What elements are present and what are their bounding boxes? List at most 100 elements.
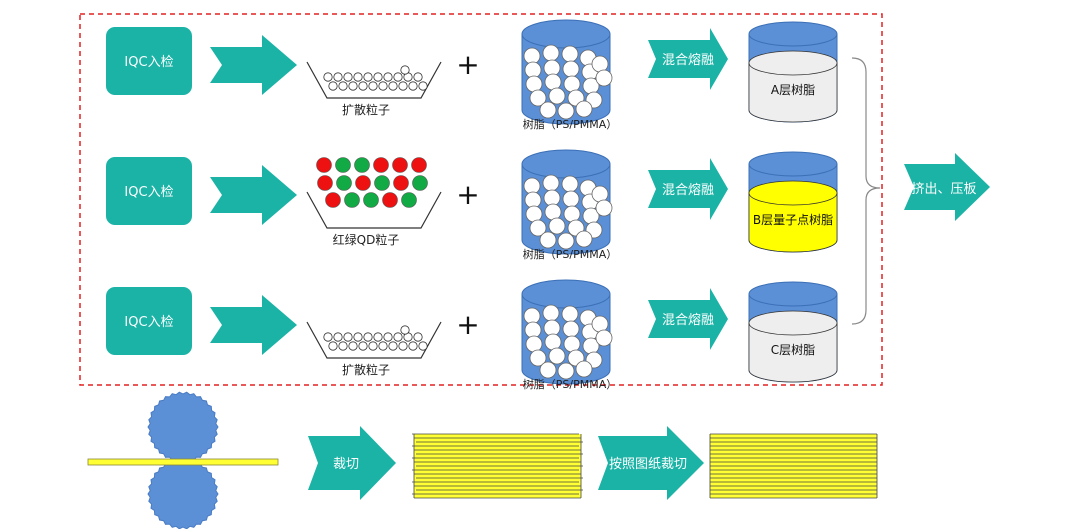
diffusion-particle — [393, 72, 403, 82]
diffusion-particle — [400, 325, 410, 335]
iqc-box — [106, 287, 192, 355]
resin-bead — [548, 87, 566, 105]
cut-label: 裁切 — [333, 456, 359, 472]
resin-bead — [562, 320, 580, 338]
resin-bead — [563, 205, 581, 223]
resin-bead — [525, 75, 543, 93]
cut-by-drawing-label: 按照图纸裁切 — [609, 456, 687, 472]
top-roller — [147, 391, 219, 463]
diffusion-particle — [383, 332, 393, 342]
resin-bead — [523, 47, 541, 65]
rows-layer: IQC入检扩散粒子+树脂（PS/PMMA）混合熔融A层树脂IQC入检红绿QD粒子… — [106, 19, 838, 391]
diffusion-particle — [333, 332, 343, 342]
particle-label: 红绿QD粒子 — [333, 232, 400, 247]
qd-particle — [373, 157, 389, 173]
diffusion-particle — [383, 72, 393, 82]
resin-cylinder-top — [521, 279, 611, 309]
layer-fill — [748, 322, 838, 383]
diffusion-particle — [388, 341, 398, 351]
qd-particle — [392, 157, 408, 173]
diffusion-particle — [333, 72, 343, 82]
particle-tray — [306, 321, 442, 359]
resin-bead — [557, 362, 575, 380]
resin-bead — [557, 232, 575, 250]
resin-bead — [543, 189, 561, 207]
resin-bead — [563, 75, 581, 93]
resin-bead — [548, 217, 566, 235]
particle-label: 扩散粒子 — [342, 102, 390, 117]
resin-bead — [543, 59, 561, 77]
qd-particle — [335, 157, 351, 173]
resin-bead — [563, 335, 581, 353]
resin-bead — [557, 102, 575, 120]
qd-particle — [344, 192, 360, 208]
diffusion-particle — [353, 332, 363, 342]
extrude-label: 挤出、压板 — [911, 182, 976, 197]
resin-bead — [542, 44, 560, 62]
iqc-label: IQC入检 — [124, 315, 173, 330]
diffusion-particle — [323, 72, 333, 82]
diffusion-particle — [413, 72, 423, 82]
diffusion-particle — [338, 341, 348, 351]
resin-bead — [575, 230, 593, 248]
iqc-label: IQC入检 — [124, 185, 173, 200]
diffusion-particle — [400, 65, 410, 75]
resin-bead — [542, 304, 560, 322]
resin-bead — [591, 185, 609, 203]
particle-tray — [306, 61, 442, 99]
qd-particle — [336, 175, 352, 191]
feed-arrow — [210, 295, 297, 355]
mix-arrow — [648, 28, 728, 90]
layer-label: C层树脂 — [771, 342, 815, 357]
diffusion-particle — [353, 72, 363, 82]
resin-bead — [544, 73, 562, 91]
resin-bead — [542, 174, 560, 192]
resin-bead — [524, 61, 542, 79]
qd-particle — [401, 192, 417, 208]
stacked-sheets-uncut — [412, 433, 583, 499]
extruded-sheet — [87, 458, 279, 466]
resin-bead — [562, 60, 580, 78]
layer-cylinder-top — [748, 281, 838, 307]
diffusion-particle — [398, 81, 408, 91]
diffusion-particle — [418, 81, 428, 91]
resin-bead — [523, 177, 541, 195]
resin-bead — [575, 360, 593, 378]
resin-label: 树脂（PS/PMMA） — [523, 247, 617, 261]
diffusion-particle — [373, 72, 383, 82]
particle-tray — [306, 191, 442, 229]
diffusion-particle — [338, 81, 348, 91]
qd-particle — [316, 157, 332, 173]
resin-bead — [529, 219, 547, 237]
diffusion-particle — [328, 341, 338, 351]
diffusion-particle — [368, 341, 378, 351]
resin-bead — [524, 321, 542, 339]
feed-arrow — [210, 165, 297, 225]
mix-arrow — [648, 288, 728, 350]
diffusion-particle — [323, 332, 333, 342]
diffusion-particle — [328, 81, 338, 91]
roller-press — [87, 391, 279, 529]
qd-particle — [382, 192, 398, 208]
layer-fill-top — [748, 310, 838, 336]
resin-bead — [539, 361, 557, 379]
qd-particle — [411, 157, 427, 173]
layer-label: B层量子点树脂 — [753, 212, 833, 227]
qd-particle — [355, 175, 371, 191]
diffusion-particle — [348, 81, 358, 91]
resin-bead — [561, 45, 579, 63]
cut-by-drawing-arrow: 按照图纸裁切 — [598, 426, 704, 500]
diffusion-particle — [373, 332, 383, 342]
mix-label: 混合熔融 — [662, 53, 714, 68]
diffusion-particle — [363, 72, 373, 82]
resin-bead — [595, 199, 613, 217]
resin-bead — [595, 69, 613, 87]
resin-bead — [543, 319, 561, 337]
layer-cylinder-top — [748, 151, 838, 177]
mix-label: 混合熔融 — [662, 183, 714, 198]
qd-particle — [317, 175, 333, 191]
diffusion-particle — [343, 332, 353, 342]
diffusion-particle — [393, 332, 403, 342]
iqc-box — [106, 157, 192, 225]
